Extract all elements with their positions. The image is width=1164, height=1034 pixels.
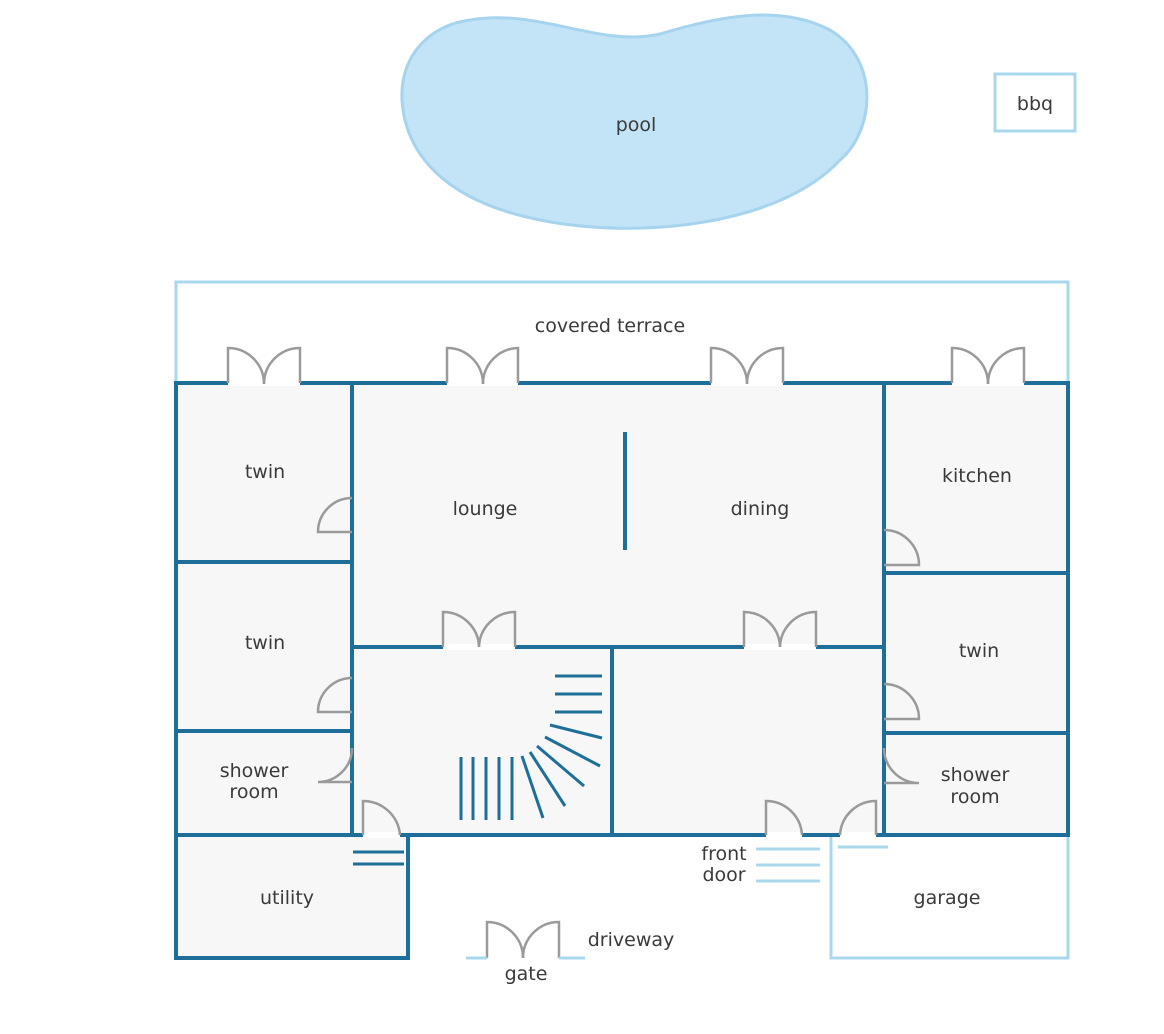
room-label-twin-right: twin xyxy=(959,640,999,662)
room-label-shower-right-1: shower xyxy=(941,764,1010,786)
room-label-kitchen: kitchen xyxy=(942,465,1012,487)
garage-outline xyxy=(829,835,1070,960)
covered-terrace-outline xyxy=(174,280,1070,383)
room-label-shower-left-2: room xyxy=(229,781,278,803)
room-label-utility: utility xyxy=(260,887,314,909)
covered-terrace-label: covered terrace xyxy=(535,315,685,337)
room-label-lounge: lounge xyxy=(453,498,518,520)
front-door-label-2: door xyxy=(702,864,745,886)
room-label-dining: dining xyxy=(731,498,790,520)
room-floors xyxy=(176,383,1068,958)
pool-label: pool xyxy=(616,114,657,136)
pool xyxy=(400,13,869,230)
room-label-twin-top-left: twin xyxy=(245,461,285,483)
door-swings xyxy=(226,346,1026,959)
room-label-garage: garage xyxy=(914,887,981,909)
front-steps xyxy=(756,845,888,883)
front-door-label-1: front xyxy=(701,843,746,865)
bbq-box xyxy=(993,72,1077,133)
driveway-label: driveway xyxy=(588,929,675,951)
bbq-label: bbq xyxy=(1017,93,1053,115)
room-label-twin-mid-left: twin xyxy=(245,632,285,654)
room-label-shower-right-2: room xyxy=(950,786,999,808)
staircase xyxy=(459,674,603,820)
gate-label: gate xyxy=(505,963,548,985)
utility-steps xyxy=(353,850,404,866)
room-label-shower-left-1: shower xyxy=(220,760,289,782)
